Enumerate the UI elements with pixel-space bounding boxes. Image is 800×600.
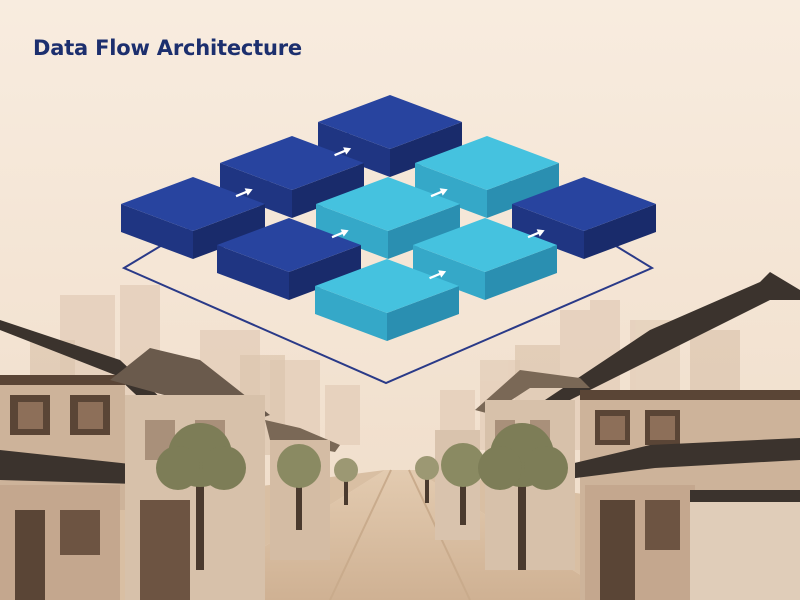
block-top-face (415, 136, 559, 190)
block-left-face (512, 204, 584, 259)
block-left-face (217, 245, 289, 300)
block-right-face (487, 163, 559, 218)
block-top-face (316, 177, 460, 231)
flow-arrow-head (340, 229, 349, 237)
page-title: Data Flow Architecture (33, 36, 302, 60)
tree-icon (415, 456, 439, 503)
flow-arrow-icon (429, 270, 447, 280)
block-top-face (121, 177, 265, 231)
tree-icon (156, 423, 246, 570)
block-right-face (584, 204, 656, 259)
data-block (220, 136, 364, 218)
flow-arrow-head (244, 188, 253, 196)
data-block (121, 177, 265, 259)
flow-arrow-icon (235, 188, 253, 198)
block-top-face (315, 259, 459, 313)
block-left-face (315, 286, 387, 341)
block-right-face (485, 245, 557, 300)
data-flow-diagram (121, 95, 656, 385)
data-block (316, 177, 460, 259)
block-top-face (217, 218, 361, 272)
block-left-face (316, 204, 388, 259)
block-right-face (388, 204, 460, 259)
flow-arrow-head (536, 229, 545, 237)
block-right-face (390, 122, 462, 177)
data-block (315, 259, 459, 341)
flow-arrow-icon (527, 229, 545, 239)
block-left-face (413, 245, 485, 300)
block-top-face (220, 136, 364, 190)
tiled-roof-house-icon (0, 320, 340, 600)
block-left-face (220, 163, 292, 218)
data-block (217, 218, 361, 300)
data-block (415, 136, 559, 218)
block-right-face (292, 163, 364, 218)
block-top-face (318, 95, 462, 149)
tree-icon (277, 444, 321, 530)
block-right-face (387, 286, 459, 341)
flow-arrow-head (438, 270, 447, 278)
block-top-face (512, 177, 656, 231)
tree-icon (334, 458, 358, 505)
block-left-face (318, 122, 390, 177)
flow-arrow-icon (331, 229, 349, 239)
block-right-face (193, 204, 265, 259)
block-left-face (121, 204, 193, 259)
tree-icon (478, 423, 568, 570)
block-left-face (415, 163, 487, 218)
data-block (318, 95, 462, 177)
data-block (413, 218, 557, 300)
flow-arrow-icon (334, 147, 352, 157)
data-block (512, 177, 656, 259)
block-right-face (289, 245, 361, 300)
tree-icon (441, 443, 485, 525)
block-top-face (413, 218, 557, 272)
flow-arrow-icon (430, 188, 448, 198)
flow-arrow-head (343, 147, 352, 155)
flow-arrow-head (439, 188, 448, 196)
